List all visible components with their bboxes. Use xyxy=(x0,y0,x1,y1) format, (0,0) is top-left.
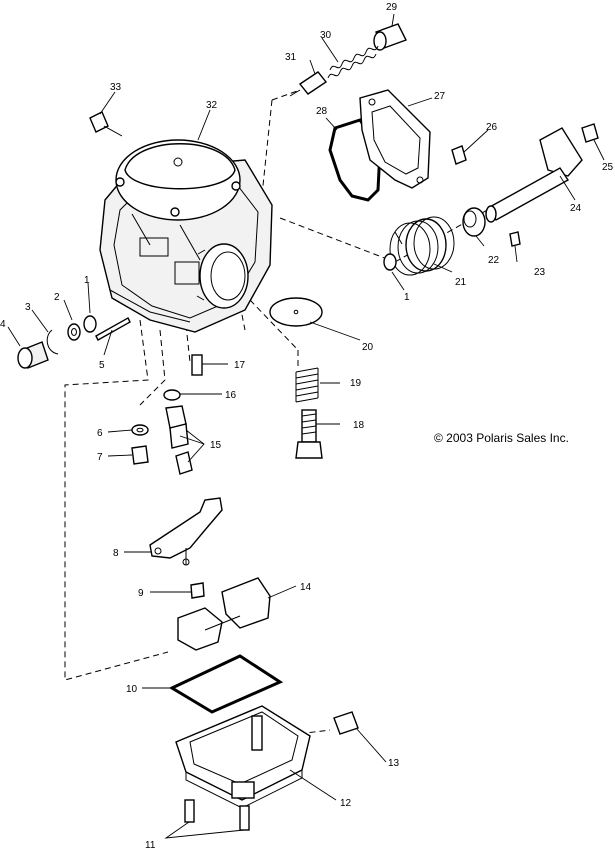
callout-15: 15 xyxy=(210,440,222,451)
callout-20: 20 xyxy=(362,342,374,353)
part-22-bushing xyxy=(462,207,486,237)
callout-27: 27 xyxy=(434,91,446,102)
part-31-needle xyxy=(289,71,328,97)
part-7-jet xyxy=(131,445,149,465)
part-11-screws xyxy=(184,799,250,831)
callout-25: 25 xyxy=(602,162,614,173)
callout-16: 16 xyxy=(225,390,237,401)
part-1-oring-right xyxy=(383,253,397,271)
callout-6-lower: 6 xyxy=(97,428,103,439)
part-14-float xyxy=(177,577,271,651)
part-15-float-valve xyxy=(165,405,193,475)
callout-28: 28 xyxy=(316,106,328,117)
part-17-jet xyxy=(191,354,203,376)
leader-lines xyxy=(7,13,605,839)
part-30-spring xyxy=(327,45,379,79)
callout-5: 5 xyxy=(99,360,105,371)
carburetor-body xyxy=(99,139,273,333)
part-26-screw xyxy=(451,145,467,165)
callout-23: 23 xyxy=(534,267,546,278)
part-23-screw xyxy=(509,231,521,247)
callout-14: 14 xyxy=(300,582,312,593)
callout-29: 29 xyxy=(386,2,398,13)
part-4-plug xyxy=(17,341,49,369)
part-3-clip xyxy=(46,329,59,355)
part-21-spring xyxy=(389,216,455,276)
part-1-oring-left xyxy=(83,315,97,333)
callout-24: 24 xyxy=(570,203,582,214)
part-24-throttle-shaft xyxy=(485,127,583,223)
callout-11: 11 xyxy=(145,840,156,850)
callout-22: 22 xyxy=(488,255,500,266)
callout-10: 10 xyxy=(126,684,138,695)
part-27-cover xyxy=(359,89,431,189)
copyright-notice: © 2003 Polaris Sales Inc. xyxy=(434,431,569,445)
part-19-spring xyxy=(295,367,319,403)
callout-33: 33 xyxy=(110,82,122,93)
callout-7: 7 xyxy=(97,452,103,463)
callout-21: 21 xyxy=(455,277,467,288)
part-33-screw xyxy=(89,111,123,137)
part-9-screw xyxy=(190,582,205,599)
part-2-washer xyxy=(67,323,81,341)
callout-18: 18 xyxy=(353,420,365,431)
callout-31: 31 xyxy=(285,52,297,63)
callout-26: 26 xyxy=(486,122,498,133)
callout-1-left: 1 xyxy=(84,275,90,286)
part-20-plate xyxy=(269,297,323,327)
callout-1-right: 1 xyxy=(404,292,410,303)
part-8-bracket xyxy=(149,497,223,566)
callout-32: 32 xyxy=(206,100,218,111)
part-10-gasket xyxy=(168,654,284,714)
part-18-screw xyxy=(295,409,323,459)
callout-4: 4 xyxy=(0,319,6,330)
callout-3: 3 xyxy=(25,302,31,313)
callout-9: 9 xyxy=(138,588,144,599)
part-29-cap xyxy=(373,23,407,51)
part-12-float-bowl xyxy=(175,705,311,809)
part-16-oring xyxy=(163,389,181,401)
callout-17: 17 xyxy=(234,360,246,371)
callout-19: 19 xyxy=(350,378,362,389)
part-25-screw xyxy=(581,123,599,143)
callout-2: 2 xyxy=(54,292,60,303)
callout-30: 30 xyxy=(320,30,332,41)
part-6-washer xyxy=(131,424,149,436)
callout-8: 8 xyxy=(113,548,119,559)
part-5-shaft xyxy=(95,317,131,341)
callout-13: 13 xyxy=(388,758,400,769)
part-13-screw xyxy=(333,711,359,735)
callout-12: 12 xyxy=(340,798,352,809)
